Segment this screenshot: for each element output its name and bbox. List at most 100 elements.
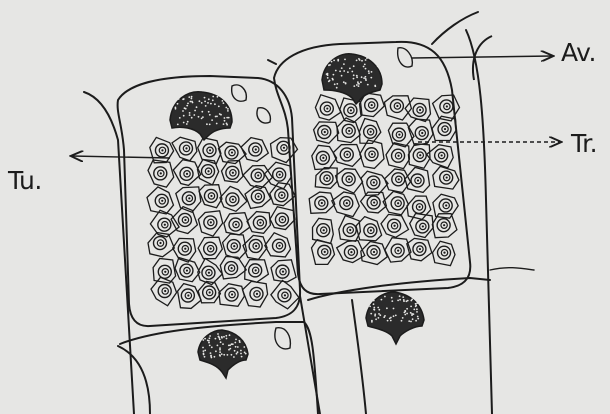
stipple-dot (179, 117, 181, 119)
starch-grain (437, 219, 450, 232)
grain-core (326, 107, 328, 109)
stipple-dot (219, 113, 221, 115)
stipple-dot (374, 315, 376, 317)
starch-grain (178, 213, 191, 226)
grain-core (284, 294, 286, 296)
stipple-dot (231, 354, 233, 356)
grain-core (441, 154, 443, 156)
stipple-dot (327, 77, 329, 79)
lower-right-cell-base (352, 300, 366, 414)
starch-grain (155, 144, 168, 157)
stipple-dot (369, 299, 371, 301)
stipple-dot (374, 58, 376, 60)
grain-core (279, 174, 281, 176)
starch-grain (416, 220, 429, 233)
stipple-dot (223, 354, 225, 356)
stipple-dot (187, 121, 189, 123)
starch-grain (203, 286, 216, 299)
right-cell-polygons (309, 93, 459, 266)
starch-grain (178, 242, 191, 255)
stipple-dot (406, 300, 408, 302)
stipple-dot (208, 98, 210, 100)
starch-grain (367, 196, 380, 209)
starch-grain (316, 151, 329, 164)
stipple-dot (410, 312, 412, 314)
stipple-dot (222, 100, 224, 102)
grain-core (321, 202, 323, 204)
grain-core (281, 194, 283, 196)
stipple-dot (223, 102, 225, 104)
grain-core (371, 104, 373, 106)
stipple-dot (209, 345, 211, 347)
stipple-dot (336, 87, 338, 89)
starch-grain (391, 244, 404, 257)
stipple-dot (332, 78, 334, 80)
grain-core (210, 195, 212, 197)
tu-arrow-line (72, 156, 170, 158)
grain-core (398, 134, 400, 136)
starch-grain (226, 193, 239, 206)
stipple-dot (361, 60, 363, 62)
starch-grain (275, 189, 288, 202)
starch-grain (253, 216, 266, 229)
grain-core (281, 218, 283, 220)
starch-grain (158, 218, 171, 231)
stipple-dot (191, 117, 193, 119)
starch-grain (392, 149, 405, 162)
stipple-dot (337, 60, 339, 62)
stipple-dot (235, 339, 237, 341)
starch-grain (413, 200, 426, 213)
stipple-dot (353, 85, 355, 87)
stipple-dot (356, 75, 358, 77)
grain-core (443, 252, 445, 254)
stipple-dot (404, 311, 406, 313)
grain-core (326, 177, 328, 179)
grain-core (209, 149, 211, 151)
stipple-dot (217, 333, 219, 335)
stipple-dot (402, 317, 404, 319)
stipple-dot (226, 338, 228, 340)
stipple-dot (204, 101, 206, 103)
stipple-dot (415, 320, 417, 322)
stipple-dot (416, 302, 418, 304)
starch-grain (344, 246, 357, 259)
stipple-dot (206, 123, 208, 125)
stipple-dot (353, 65, 355, 67)
grain-core (232, 172, 234, 174)
stipple-dot (343, 63, 345, 65)
stipple-dot (374, 309, 376, 311)
stipple-dot (209, 337, 211, 339)
grain-core (283, 147, 285, 149)
stipple-dot (219, 351, 221, 353)
starch-grain (367, 245, 380, 258)
stipple-dot (390, 320, 392, 322)
stipple-dot (201, 102, 203, 104)
grain-core (161, 200, 163, 202)
starch-grain (249, 143, 262, 156)
stipple-dot (201, 118, 203, 120)
grain-core (323, 229, 325, 231)
stipple-dot (219, 347, 221, 349)
stipple-dot (343, 70, 345, 72)
stipple-dot (333, 60, 335, 62)
tissue-cell (243, 281, 268, 307)
stipple-dot (210, 352, 212, 354)
grain-core (209, 291, 211, 293)
stipple-dot (363, 66, 365, 68)
stipple-dot (328, 61, 330, 63)
grain-core (161, 149, 163, 151)
grain-core (233, 245, 235, 247)
starch-grain (225, 262, 238, 275)
stipple-dot (408, 320, 410, 322)
stipple-dot (188, 96, 190, 98)
stipple-dot (351, 71, 353, 73)
stipple-dot (410, 306, 412, 308)
starch-grain (249, 264, 262, 277)
stipple-dot (358, 83, 360, 85)
stipple-dot (204, 350, 206, 352)
stipple-dot (185, 108, 187, 110)
stipple-dot (228, 117, 230, 119)
grain-core (257, 195, 259, 197)
grain-core (418, 206, 420, 208)
